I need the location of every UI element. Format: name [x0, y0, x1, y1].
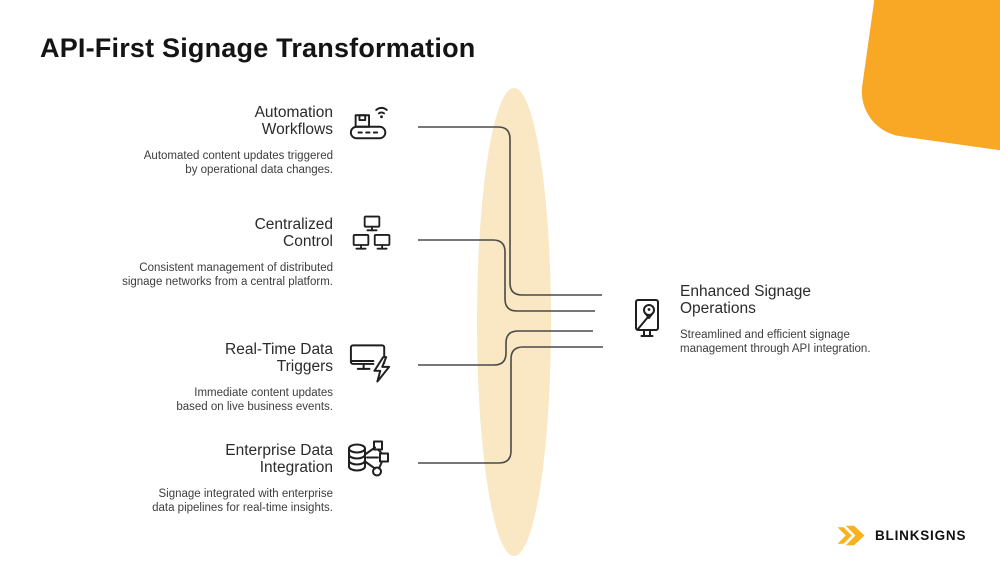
- feature-item-automation-workflows: Automation Workflows Automated content u…: [33, 104, 333, 177]
- signage-pin-icon: [635, 299, 659, 337]
- monitor-network-icon: [352, 215, 391, 250]
- corner-accent-shape: [856, 0, 1000, 158]
- feature-description: Signage integrated with enterprise data …: [152, 488, 333, 514]
- result-item-enhanced-operations: Enhanced Signage Operations Streamlined …: [680, 283, 915, 356]
- connector-line-enterprise: [418, 346, 603, 464]
- feature-title: Real-Time Data Triggers: [225, 341, 333, 375]
- feature-item-realtime-triggers: Real-Time Data Triggers Immediate conten…: [33, 341, 333, 414]
- feature-title: Automation Workflows: [254, 104, 333, 138]
- brand-logo: BLINKSIGNS: [836, 523, 966, 548]
- double-chevron-icon: [837, 525, 865, 546]
- feature-description: Immediate content updates based on live …: [176, 387, 333, 413]
- result-title: Enhanced Signage Operations: [680, 283, 812, 317]
- page-title: API-First Signage Transformation: [40, 33, 476, 63]
- feature-title: Enterprise Data Integration: [225, 442, 333, 476]
- monitor-bolt-icon: [349, 344, 391, 383]
- conveyor-wifi-icon: [349, 106, 388, 140]
- center-ellipse: [477, 88, 551, 556]
- connector-line-automation: [418, 126, 602, 296]
- feature-description: Consistent management of distributed sig…: [122, 262, 333, 288]
- feature-description: Automated content updates triggered by o…: [143, 150, 333, 176]
- connector-line-centralized: [418, 239, 595, 312]
- feature-item-centralized-control: Centralized Control Consistent managemen…: [33, 216, 333, 289]
- feature-item-enterprise-data: Enterprise Data Integration Signage inte…: [33, 442, 333, 515]
- connector-line-realtime: [418, 330, 593, 366]
- brand-name: BLINKSIGNS: [875, 528, 967, 543]
- feature-title: Centralized Control: [254, 216, 333, 250]
- result-description: Streamlined and efficient signage manage…: [680, 329, 871, 355]
- database-flow-icon: [348, 440, 389, 477]
